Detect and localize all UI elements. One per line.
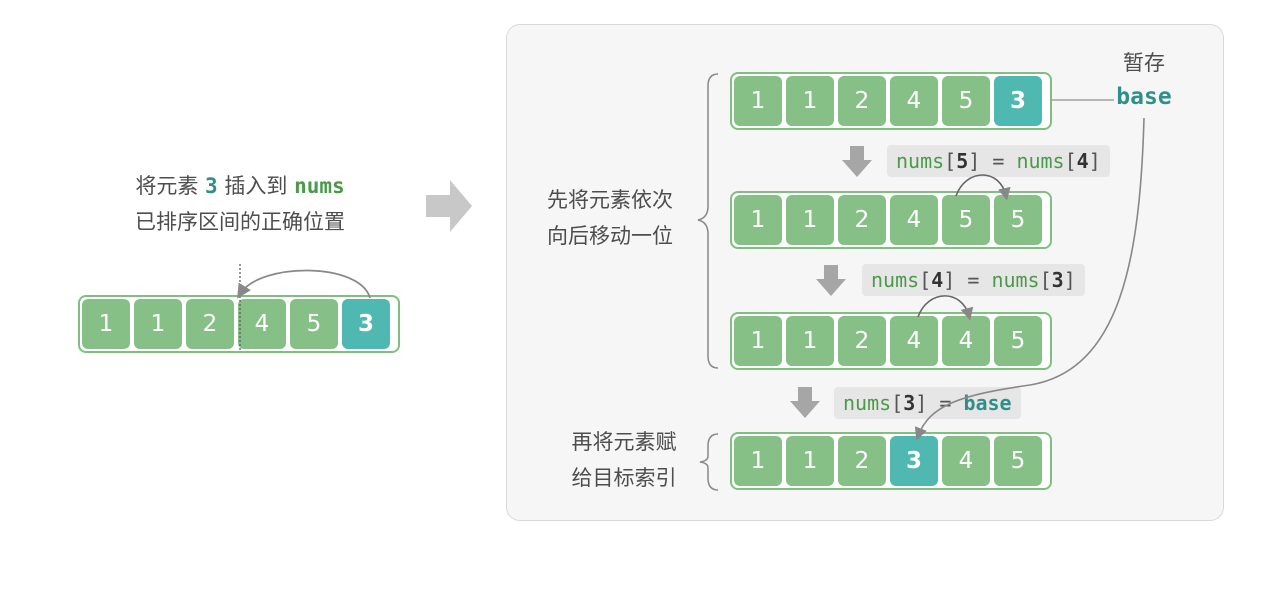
- array-1-cell-0: 1: [734, 195, 782, 245]
- step-3-lhs-name: nums: [843, 391, 892, 415]
- step-1-bracket: [: [944, 149, 957, 173]
- array-1-cell-3: 4: [890, 195, 938, 245]
- step-1-bracket2: [: [1064, 149, 1077, 173]
- left-value-highlight: 3: [205, 174, 218, 198]
- left-array-cell-3: 4: [238, 299, 286, 349]
- left-text-middle: 插入到: [217, 174, 295, 198]
- array-0-cell-3: 4: [890, 76, 938, 126]
- temp-label: 暂存: [1123, 51, 1165, 75]
- down-arrow-icon-1: [841, 146, 873, 182]
- step-3-bracket: [: [891, 391, 904, 415]
- array-0-cell-4: 5: [942, 76, 990, 126]
- array-2-cell-3: 4: [890, 316, 938, 366]
- array-1-cell-4: 5: [942, 195, 990, 245]
- step-1-rhs-index: 4: [1076, 149, 1089, 173]
- left-array-cell-1: 1: [134, 299, 182, 349]
- array-2-cell-1: 1: [786, 316, 834, 366]
- transition-arrow-icon: [424, 178, 474, 238]
- left-target-name: nums: [294, 174, 345, 198]
- left-insert-arrow: [237, 269, 371, 299]
- step-2-lhs-name: nums: [871, 268, 920, 292]
- step-2-bracket2: [: [1039, 268, 1052, 292]
- assign-label: 再将元素赋 给目标索引: [544, 424, 704, 496]
- array-2-cell-2: 2: [838, 316, 886, 366]
- array-3-cell-4: 4: [942, 436, 990, 486]
- step-3-bracket-close: ]: [915, 391, 928, 415]
- step-2-bracket: [: [919, 268, 932, 292]
- step-1-lhs-name: nums: [896, 149, 945, 173]
- shift-label: 先将元素依次 向后移动一位: [530, 182, 690, 254]
- step-1-lhs-index: 5: [956, 149, 969, 173]
- left-description-line2: 已排序区间的正确位置: [135, 210, 345, 234]
- down-arrow-icon-2: [815, 265, 847, 301]
- left-description-line1: 将元素 3 插入到 nums: [60, 168, 420, 204]
- step-2-op: =: [955, 268, 992, 292]
- array-3-cell-2: 2: [838, 436, 886, 486]
- left-array-cell-5: 3: [342, 299, 390, 349]
- array-3-cell-1: 1: [786, 436, 834, 486]
- array-2-cell-0: 1: [734, 316, 782, 366]
- array-0-cell-2: 2: [838, 76, 886, 126]
- step-2-rhs-name: nums: [991, 268, 1040, 292]
- step-1-bracket2-close: ]: [1088, 149, 1101, 173]
- step-1-rhs-name: nums: [1016, 149, 1065, 173]
- step-code-1: nums[5] = nums[4]: [887, 145, 1110, 177]
- step-2-lhs-index: 4: [931, 268, 944, 292]
- step-3-lhs-index: 3: [903, 391, 916, 415]
- shift-label-line1: 先将元素依次: [547, 188, 673, 212]
- array-1-cell-1: 1: [786, 195, 834, 245]
- shift-label-line2: 向后移动一位: [547, 224, 673, 248]
- array-0-cell-1: 1: [786, 76, 834, 126]
- array-0-cell-5: 3: [994, 76, 1042, 126]
- array-0-cell-0: 1: [734, 76, 782, 126]
- array-2-cell-5: 5: [994, 316, 1042, 366]
- array-3-cell-0: 1: [734, 436, 782, 486]
- step-3-rhs-name: base: [963, 391, 1012, 415]
- step-2-bracket-close: ]: [943, 268, 956, 292]
- step-2-bracket2-close: ]: [1063, 268, 1076, 292]
- step-3-op: =: [927, 391, 964, 415]
- left-text-prefix: 将元素: [135, 174, 206, 198]
- assign-label-line2: 给目标索引: [571, 466, 677, 490]
- array-2-cell-4: 4: [942, 316, 990, 366]
- step-code-2: nums[4] = nums[3]: [862, 264, 1085, 296]
- array-3-cell-5: 5: [994, 436, 1042, 486]
- step-1-op: =: [980, 149, 1017, 173]
- left-array-cell-0: 1: [82, 299, 130, 349]
- step-code-3: nums[3] = base: [834, 387, 1021, 419]
- step-1-bracket-close: ]: [968, 149, 981, 173]
- step-2-rhs-index: 3: [1051, 268, 1064, 292]
- assign-label-line1: 再将元素赋: [571, 430, 677, 454]
- left-array-cell-4: 5: [290, 299, 338, 349]
- left-description: 将元素 3 插入到 nums 已排序区间的正确位置: [60, 168, 420, 240]
- temp-variable: base: [1116, 84, 1172, 110]
- left-array-cell-2: 2: [186, 299, 234, 349]
- array-1-cell-2: 2: [838, 195, 886, 245]
- down-arrow-icon-3: [789, 387, 821, 423]
- array-3-cell-3: 3: [890, 436, 938, 486]
- array-1-cell-5: 5: [994, 195, 1042, 245]
